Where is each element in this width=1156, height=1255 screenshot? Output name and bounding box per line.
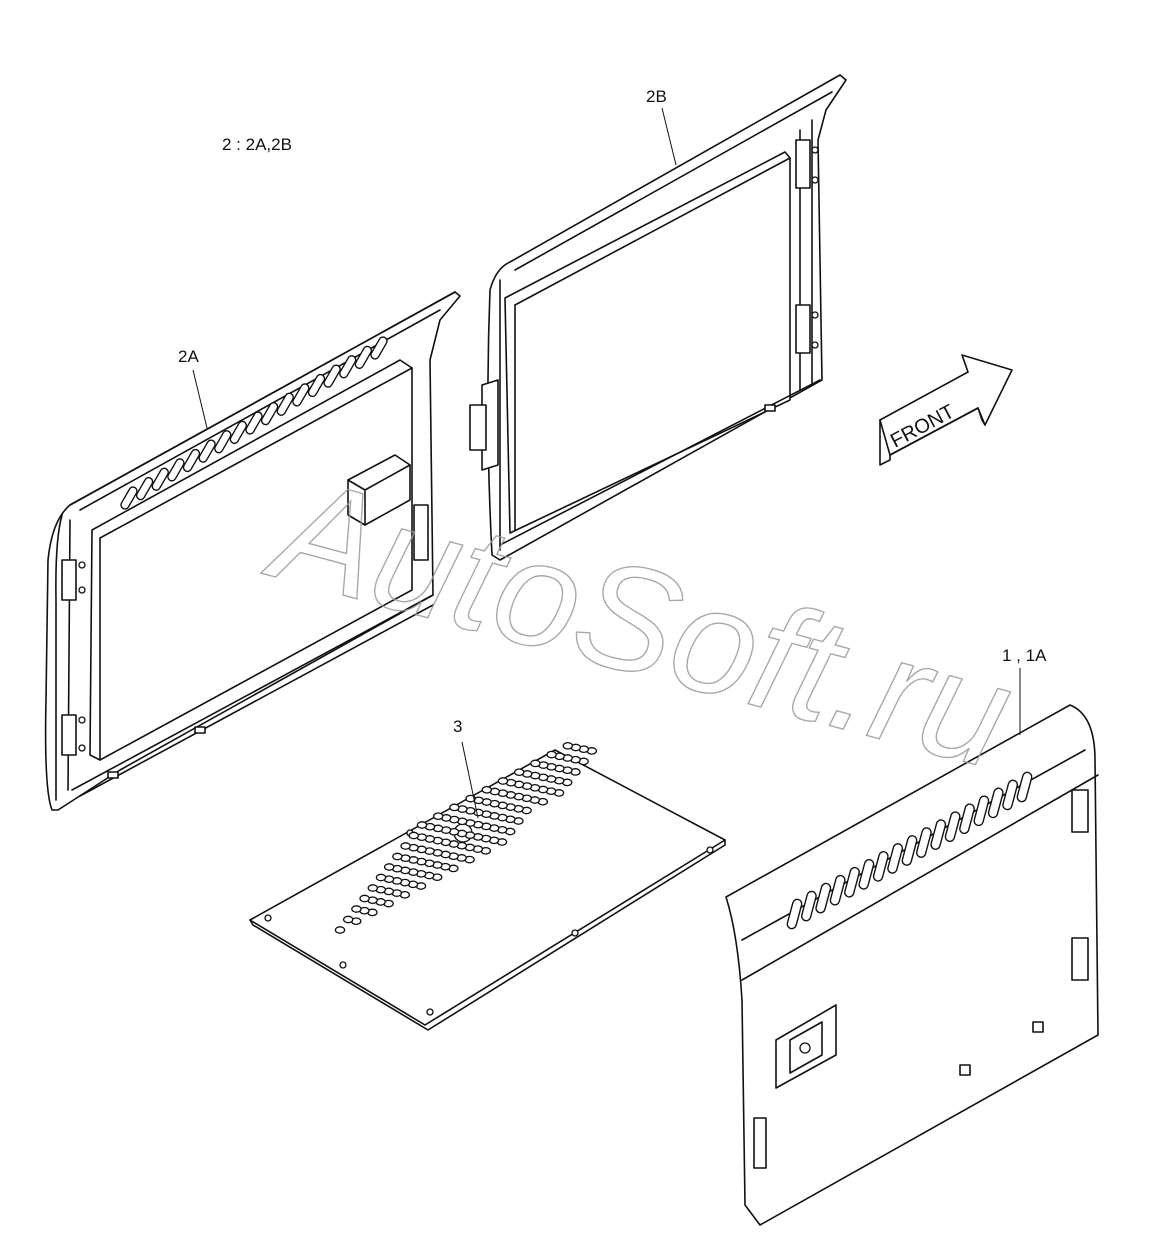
vent-slot	[887, 843, 904, 874]
perforation-hole	[530, 759, 541, 768]
perforation-hole	[497, 777, 509, 785]
perforation-hole	[342, 915, 354, 924]
label-1: 1 , 1A	[1002, 646, 1047, 665]
vent-slot	[973, 795, 990, 827]
label-3: 3	[453, 717, 462, 736]
panel-2b	[469, 74, 847, 561]
label-2a: 2A	[178, 347, 199, 366]
vent-slot	[829, 874, 846, 906]
perforation-hole	[465, 794, 476, 803]
vent-slot	[987, 787, 1004, 819]
perforation-hole	[562, 741, 574, 750]
perforation-hole	[392, 852, 403, 861]
vent-slot	[800, 890, 817, 922]
leader-3	[461, 741, 479, 819]
vent-slot	[844, 866, 860, 898]
perforation-hole	[449, 803, 460, 812]
perforation-hole	[367, 884, 379, 892]
vent-slot	[229, 420, 248, 445]
vent-slot	[1002, 779, 1019, 811]
vent-slot	[260, 401, 279, 426]
panel-2a	[44, 291, 461, 811]
vent-slot	[1016, 771, 1033, 803]
vent-slot	[339, 355, 357, 379]
perforation-hole	[481, 785, 493, 794]
perforation-hole	[359, 894, 370, 903]
vent-slot	[198, 439, 216, 463]
perforation-hole	[375, 873, 387, 882]
vent-slot	[307, 373, 326, 398]
perforation-hole	[383, 863, 395, 871]
label-2b: 2B	[646, 87, 667, 106]
vent-slot	[276, 392, 294, 416]
vent-slot	[323, 364, 341, 388]
vent-slot	[858, 858, 875, 890]
vent-slot	[214, 430, 232, 454]
vent-slot	[944, 811, 961, 843]
vent-slot	[167, 458, 185, 482]
plate-perforation-holes	[334, 741, 598, 934]
vent-slot	[182, 448, 201, 473]
vent-slot	[901, 835, 918, 866]
front-direction-arrow: FRONT	[879, 354, 1013, 466]
vent-slot	[959, 803, 975, 835]
group-note: 2 : 2A,2B	[222, 135, 292, 154]
vent-slot	[872, 851, 889, 882]
perforation-hole	[416, 821, 428, 829]
perforated-plate-3	[249, 741, 726, 1031]
perforation-hole	[432, 812, 444, 821]
vent-slot	[915, 827, 932, 858]
door-vent-slots	[786, 771, 1033, 930]
perforation-hole	[408, 831, 420, 840]
leader-2b	[661, 107, 677, 166]
panel-2a-vent-slots	[120, 336, 388, 510]
vent-slot	[292, 383, 310, 407]
leader-2a	[192, 369, 208, 429]
vent-slot	[786, 898, 803, 930]
watermark: AutoSoft.ru	[252, 442, 1028, 801]
vent-slot	[815, 882, 832, 914]
vent-slot	[930, 819, 947, 850]
perforation-hole	[513, 768, 525, 777]
vent-slot	[354, 345, 373, 370]
perforation-hole	[400, 842, 411, 850]
perforation-hole	[351, 905, 362, 913]
perforation-hole	[546, 750, 557, 759]
vent-slot	[120, 486, 138, 510]
vent-slot	[245, 411, 263, 435]
vent-slot	[370, 336, 388, 360]
vent-slot	[135, 476, 154, 501]
vent-slot	[151, 467, 169, 491]
door-panel-1	[725, 704, 1099, 1226]
perforation-hole	[334, 926, 346, 934]
